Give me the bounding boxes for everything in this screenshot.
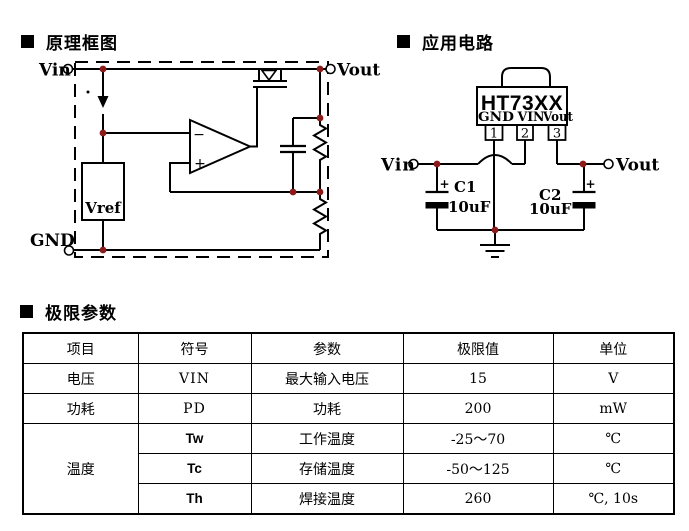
vref-label: Vref xyxy=(84,199,122,217)
heading-app-circuit-label: 应用电路 xyxy=(422,34,494,53)
capacitor-c2-icon xyxy=(572,164,596,230)
table-row: 功耗 PD 功耗 200 mW xyxy=(22,393,675,424)
table-row: 温度 Tw 工作温度 -25～70 ℃ xyxy=(22,423,675,515)
vin-terminal xyxy=(62,63,74,75)
cell-item: 功耗 xyxy=(22,393,139,424)
c2-value-label: 10uF xyxy=(529,200,572,218)
opamp-plus-sign: + xyxy=(194,156,206,172)
cell-limit: 15 xyxy=(402,363,554,394)
table-row: Th 焊接温度 260 ℃, 10s xyxy=(23,483,675,515)
vout-terminal xyxy=(603,158,614,170)
table-row: 电压 VIN 最大输入电压 15 V xyxy=(22,363,675,394)
header-symbol: 符号 xyxy=(137,332,252,364)
stray-mark xyxy=(86,90,90,94)
resistor-r1-icon xyxy=(312,118,328,192)
cell-symbol: VIN xyxy=(137,363,252,394)
table-row: Tc 存储温度 -50～125 ℃ xyxy=(23,453,675,484)
wire-crossover-hop xyxy=(477,154,513,165)
pmos-transistor-icon xyxy=(253,69,287,88)
cell-item-temperature: 温度 xyxy=(22,423,139,515)
junction-dots xyxy=(433,160,587,234)
bullet-square-icon xyxy=(20,305,33,318)
chip-boundary-dashed-box xyxy=(74,61,329,258)
header-unit: 单位 xyxy=(552,332,675,364)
cell-param: 焊接温度 xyxy=(250,483,404,515)
limits-table: 项目 符号 参数 极限值 单位 电压 VIN 最大输入电压 15 V 功耗 PD… xyxy=(22,332,675,515)
heading-block-diagram-label: 原理框图 xyxy=(46,34,118,53)
c2-ref-label: C2 xyxy=(539,186,561,204)
cell-limit: 260 xyxy=(402,483,554,515)
cell-param: 最大输入电压 xyxy=(250,363,404,394)
block-diagram: Vin Vout GND Vref − + xyxy=(30,61,380,258)
table-header-row: 项目 符号 参数 极限值 单位 xyxy=(22,332,675,364)
cell-symbol: Tc xyxy=(137,453,252,484)
current-arrow-down-icon xyxy=(97,96,109,108)
cell-param: 功耗 xyxy=(250,393,404,424)
header-item: 项目 xyxy=(22,332,139,364)
opamp-minus-sign: − xyxy=(193,127,205,143)
cell-unit: ℃ xyxy=(552,453,675,484)
cell-unit: ℃ xyxy=(552,423,675,454)
cell-symbol: Tw xyxy=(137,423,252,454)
bullet-square-icon xyxy=(21,35,34,48)
pin2-name-label: VIN xyxy=(517,110,545,125)
package-tab xyxy=(501,67,551,88)
vin-label: Vin xyxy=(380,156,416,176)
heading-block-diagram: 原理框图 xyxy=(21,29,118,54)
vin-label: Vin xyxy=(38,61,71,81)
cell-limit: -25～70 xyxy=(402,423,554,454)
vout-label: Vout xyxy=(615,156,659,176)
opamp-output-wire xyxy=(250,87,258,148)
vout-terminal xyxy=(325,63,336,75)
cell-unit: V xyxy=(552,363,675,394)
heading-limits-label: 极限参数 xyxy=(45,304,117,323)
cell-param: 工作温度 xyxy=(250,423,404,454)
cell-param: 存储温度 xyxy=(250,453,404,484)
capacitor-icon xyxy=(280,117,320,192)
opamp-plus-wire xyxy=(169,162,190,192)
junction-dots xyxy=(86,65,324,254)
bullet-square-icon xyxy=(397,35,410,48)
pin1-number: 1 xyxy=(490,127,498,142)
header-limit: 极限值 xyxy=(402,332,554,364)
cell-unit: ℃, 10s xyxy=(552,483,675,515)
c2-plus-sign: + xyxy=(585,177,595,191)
vin-terminal xyxy=(408,158,419,170)
circuit-graphics: Vin Vout GND Vref − + xyxy=(30,61,659,258)
gnd-label: GND xyxy=(30,231,75,251)
capacitor-c1-icon xyxy=(425,164,449,230)
cell-item: 电压 xyxy=(22,363,139,394)
pin3-number: 3 xyxy=(553,127,561,142)
c1-ref-label: C1 xyxy=(454,178,476,196)
vout-label: Vout xyxy=(336,61,380,81)
ground-symbol-icon xyxy=(480,230,510,258)
c1-value-label: 10uF xyxy=(448,198,491,216)
heading-app-circuit: 应用电路 xyxy=(397,29,494,54)
application-circuit: HT73XX GND VIN Vout 1 2 3 Vin Vout + + C… xyxy=(380,67,659,258)
chip-name-label: HT73XX xyxy=(481,92,563,115)
cell-symbol: PD xyxy=(137,393,252,424)
cell-symbol: Th xyxy=(137,483,252,515)
cell-limit: 200 xyxy=(402,393,554,424)
cell-limit: -50～125 xyxy=(402,453,554,484)
opamp-triangle xyxy=(189,118,253,175)
heading-limits: 极限参数 xyxy=(20,299,117,324)
resistor-r2-icon xyxy=(312,192,328,250)
gnd-terminal xyxy=(63,245,75,256)
c1-plus-sign: + xyxy=(439,177,449,191)
pin3-name-label: Vout xyxy=(542,110,573,125)
pin2-number: 2 xyxy=(521,127,529,142)
vref-box xyxy=(81,162,125,221)
header-param: 参数 xyxy=(250,332,404,364)
pin1-name-label: GND xyxy=(478,110,514,125)
cell-unit: mW xyxy=(552,393,675,424)
